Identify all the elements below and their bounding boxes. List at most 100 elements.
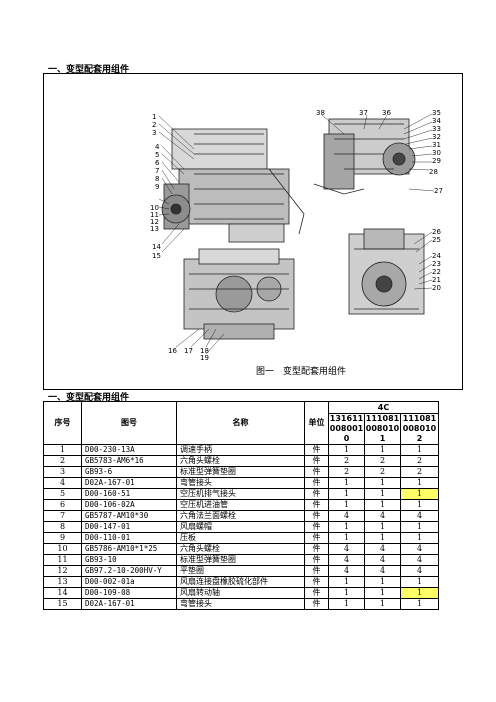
header-name: 名称 bbox=[176, 401, 305, 445]
row-qty-2: 1 bbox=[364, 521, 401, 533]
row-seq: 5 bbox=[43, 488, 82, 500]
callout-11: 11 bbox=[150, 211, 159, 219]
callout-2: 2 bbox=[152, 121, 156, 129]
row-qty-3: 4 bbox=[400, 565, 439, 577]
row-qty-3: 1 bbox=[400, 488, 439, 500]
row-name: 六角头螺栓 bbox=[176, 455, 305, 467]
callout-34: 34 bbox=[432, 117, 441, 125]
row-seq: 14 bbox=[43, 587, 82, 599]
row-seq: 11 bbox=[43, 554, 82, 566]
row-qty-2: 4 bbox=[364, 543, 401, 555]
row-drawing-no: D02A-167-01 bbox=[81, 598, 177, 610]
row-seq: 10 bbox=[43, 543, 82, 555]
row-qty-3: 4 bbox=[400, 510, 439, 522]
row-drawing-no: D00-106-02A bbox=[81, 499, 177, 511]
section-title: 一、变型配套用组件 bbox=[48, 65, 130, 75]
row-unit: 件 bbox=[304, 510, 329, 522]
table-section-title: 一、变型配套用组件 bbox=[48, 393, 130, 403]
row-name: 标准型弹簧垫圈 bbox=[176, 554, 305, 566]
callout-19: 19 bbox=[200, 354, 209, 362]
callout-5: 5 bbox=[155, 151, 159, 159]
callout-38: 38 bbox=[316, 109, 325, 117]
row-qty-2: 2 bbox=[364, 455, 401, 467]
row-name: 弯管接头 bbox=[176, 477, 305, 489]
engine-side-view bbox=[161, 128, 305, 243]
row-qty-3: 2 bbox=[400, 466, 439, 478]
callout-28: 28 bbox=[429, 168, 438, 176]
row-name: 风扇螺帽 bbox=[176, 521, 305, 533]
row-drawing-no: GB93-6 bbox=[81, 466, 177, 478]
row-qty-1: 2 bbox=[328, 466, 365, 478]
row-unit: 件 bbox=[304, 576, 329, 588]
row-qty-1: 1 bbox=[328, 499, 365, 511]
callout-31: 31 bbox=[432, 141, 441, 149]
callout-15: 15 bbox=[152, 252, 161, 260]
callout-25: 25 bbox=[432, 236, 441, 244]
row-seq: 1 bbox=[43, 444, 82, 456]
row-qty-1: 4 bbox=[328, 565, 365, 577]
row-unit: 件 bbox=[304, 543, 329, 555]
row-qty-3: 1 bbox=[400, 521, 439, 533]
callout-7: 7 bbox=[155, 167, 159, 175]
callout-14: 14 bbox=[152, 243, 161, 251]
row-unit: 件 bbox=[304, 521, 329, 533]
row-drawing-no: GB97.2-10-200HV-Y bbox=[81, 565, 177, 577]
row-drawing-no: D02A-167-01 bbox=[81, 477, 177, 489]
row-unit: 件 bbox=[304, 466, 329, 478]
row-seq: 6 bbox=[43, 499, 82, 511]
row-unit: 件 bbox=[304, 587, 329, 599]
callout-16: 16 bbox=[168, 347, 177, 355]
row-unit: 件 bbox=[304, 554, 329, 566]
header-drawing-no: 图号 bbox=[81, 401, 177, 445]
callout-1: 1 bbox=[152, 113, 156, 121]
engine-figure: 1 2 3 4 5 6 7 8 9 10 11 12 13 14 15 16 1… bbox=[43, 73, 463, 390]
row-name: 调速手柄 bbox=[176, 444, 305, 456]
row-seq: 4 bbox=[43, 477, 82, 489]
engine-rear-view bbox=[313, 118, 416, 195]
callout-3: 3 bbox=[152, 129, 156, 137]
row-seq: 8 bbox=[43, 521, 82, 533]
callout-27: 27 bbox=[434, 187, 443, 195]
row-unit: 件 bbox=[304, 488, 329, 500]
callout-13: 13 bbox=[150, 225, 159, 233]
row-name: 平垫圈 bbox=[176, 565, 305, 577]
row-unit: 件 bbox=[304, 598, 329, 610]
header-unit: 单位 bbox=[304, 401, 329, 445]
callout-24: 24 bbox=[432, 252, 441, 260]
row-qty-2: 1 bbox=[364, 587, 401, 599]
callout-36: 36 bbox=[382, 109, 391, 117]
row-qty-3: 1 bbox=[400, 499, 439, 511]
row-drawing-no: D00-110-01 bbox=[81, 532, 177, 544]
row-qty-2: 1 bbox=[364, 598, 401, 610]
row-seq: 7 bbox=[43, 510, 82, 522]
row-qty-2: 1 bbox=[364, 576, 401, 588]
row-qty-1: 1 bbox=[328, 598, 365, 610]
row-seq: 9 bbox=[43, 532, 82, 544]
row-qty-2: 2 bbox=[364, 466, 401, 478]
row-qty-2: 4 bbox=[364, 554, 401, 566]
row-unit: 件 bbox=[304, 532, 329, 544]
row-name: 弯管接头 bbox=[176, 598, 305, 610]
callout-30: 30 bbox=[432, 149, 441, 157]
row-name: 六角头螺栓 bbox=[176, 543, 305, 555]
row-drawing-no: D00-230-13A bbox=[81, 444, 177, 456]
row-qty-3: 1 bbox=[400, 444, 439, 456]
row-qty-1: 4 bbox=[328, 510, 365, 522]
row-qty-3: 4 bbox=[400, 543, 439, 555]
engine-drawing: 1 2 3 4 5 6 7 8 9 10 11 12 13 14 15 16 1… bbox=[150, 109, 443, 362]
row-unit: 件 bbox=[304, 477, 329, 489]
row-qty-1: 1 bbox=[328, 587, 365, 599]
row-qty-3: 1 bbox=[400, 576, 439, 588]
row-qty-2: 1 bbox=[364, 499, 401, 511]
row-unit: 件 bbox=[304, 455, 329, 467]
callout-18: 18 bbox=[200, 347, 209, 355]
